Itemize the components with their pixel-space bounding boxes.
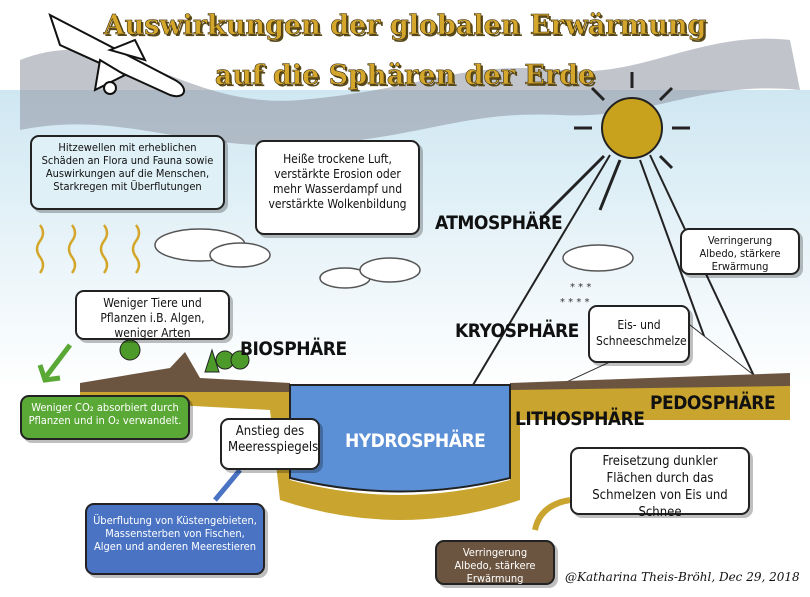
ice-melt-bubble: Eis- und Schneeschmelze [588, 305, 690, 363]
atmosphere-label: ATMOSPHÄRE [435, 212, 563, 234]
heat-squiggles [35, 224, 141, 274]
co2-box: Weniger CO₂ absorbiert durch Pflanzen un… [20, 395, 190, 440]
snowflakes: * * * * * * * [560, 282, 591, 308]
hydrosphere-label: HYDROSPHÄRE [345, 430, 486, 452]
sun-icon [469, 72, 771, 411]
water-basin [289, 384, 511, 493]
land-layer [80, 355, 790, 520]
green-arrow-icon [37, 343, 72, 383]
trees [119, 339, 250, 373]
pedosphere-label: PEDOSPHÄRE [650, 392, 776, 414]
gold-arrow-icon [532, 497, 571, 531]
svg-text:* * * *: * * * * [560, 297, 590, 308]
svg-text:* * *: * * * [570, 282, 591, 293]
fewer-species-bubble: Weniger Tiere und Pflanzen i.B. Algen, w… [75, 290, 230, 340]
cryosphere-label: KRYOSPHÄRE [455, 320, 579, 342]
albedo-bottom-box: Verringerung Albedo, stärkere Erwärmung [435, 540, 555, 585]
hot-air-bubble: Heiße trockene Luft, verstärkte Erosion … [255, 140, 420, 235]
title-line-2: auf die Sphären der Erde [214, 60, 596, 92]
flooding-box: Überflutung von Küstengebieten, Massenst… [85, 503, 265, 575]
sea-level-bubble: Anstieg des Meeresspiegels [220, 418, 320, 470]
signature: @Katharina Theis-Bröhl, Dec 29, 2018 [565, 570, 800, 584]
title-line-1: Auswirkungen der globalen Erwärmung [103, 10, 707, 42]
airplane-icon [48, 12, 185, 98]
biosphere-label: BIOSPHÄRE [240, 338, 347, 360]
gray-cloud-band [20, 38, 800, 146]
soil-layer [80, 352, 790, 392]
heatwaves-box: Hitzewellen mit erheblichen Schäden an F… [30, 135, 225, 210]
dark-surfaces-bubble: Freisetzung dunkler Flächen durch das Sc… [570, 447, 750, 520]
white-clouds [154, 228, 634, 289]
lithosphere-label: LITHOSPHÄRE [515, 408, 645, 430]
blue-arrow-icon [213, 468, 242, 502]
albedo-top-box: Verringerung Albedo, stärkere Erwärmung [680, 228, 800, 275]
